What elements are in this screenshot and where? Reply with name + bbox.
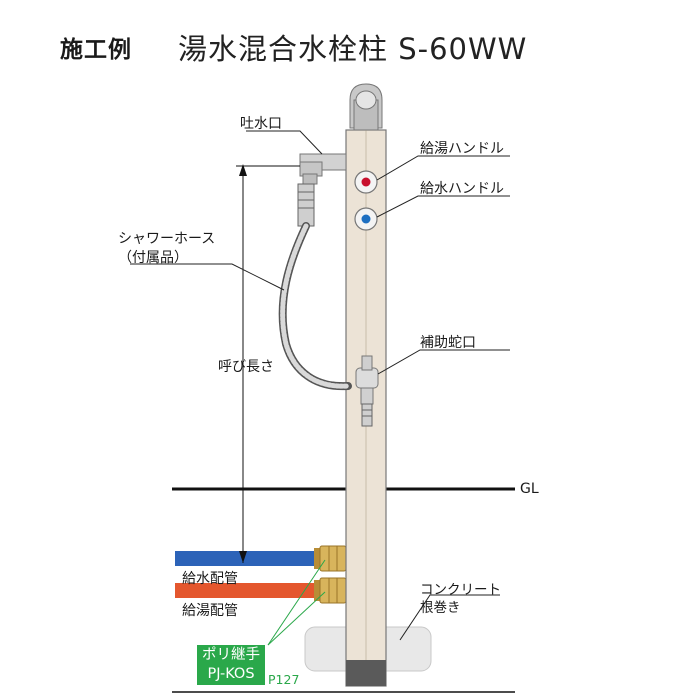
fitting-leader-lines xyxy=(267,559,326,646)
aux-faucet[interactable] xyxy=(355,355,379,427)
fitting-callout: ポリ継手 PJ-KOS xyxy=(197,645,265,685)
brass-fitting-hot xyxy=(314,577,347,604)
shower-hose xyxy=(278,183,352,391)
label-nominal-length: 呼び長さ xyxy=(218,359,274,375)
label-shower-hose-accessory: （付属品） xyxy=(118,250,188,266)
section-title: 施工例 xyxy=(60,37,132,63)
post-bottom xyxy=(346,660,386,686)
label-aux-faucet: 補助蛇口 xyxy=(420,335,476,351)
fitting-page-ref: P127 xyxy=(268,672,300,687)
label-hot-pipe: 給湯配管 xyxy=(182,603,238,619)
fitting-name: ポリ継手 xyxy=(202,647,260,663)
product-title: 湯水混合水栓柱 S-60WW xyxy=(178,32,528,66)
label-shower-hose: シャワーホース xyxy=(118,231,216,247)
spout-outlet xyxy=(299,153,347,185)
top-spout xyxy=(349,83,383,131)
hot-pipe xyxy=(175,583,323,598)
brass-fitting-water xyxy=(314,545,347,572)
label-ground-line: GL xyxy=(520,481,539,497)
label-water-pipe: 給水配管 xyxy=(182,571,238,587)
label-cold-handle: 給水ハンドル xyxy=(420,181,504,197)
label-hot-handle: 給湯ハンドル xyxy=(420,141,504,157)
water-pipe xyxy=(175,551,323,566)
label-spout: 吐水口 xyxy=(240,116,282,132)
cold-handle[interactable] xyxy=(354,207,378,231)
label-concrete-base: 根巻き xyxy=(420,600,461,616)
fitting-model: PJ-KOS xyxy=(207,666,255,682)
hot-handle[interactable] xyxy=(354,170,378,194)
length-dimension xyxy=(236,164,300,563)
label-concrete: コンクリート xyxy=(420,582,501,598)
leader-lines xyxy=(130,130,510,641)
